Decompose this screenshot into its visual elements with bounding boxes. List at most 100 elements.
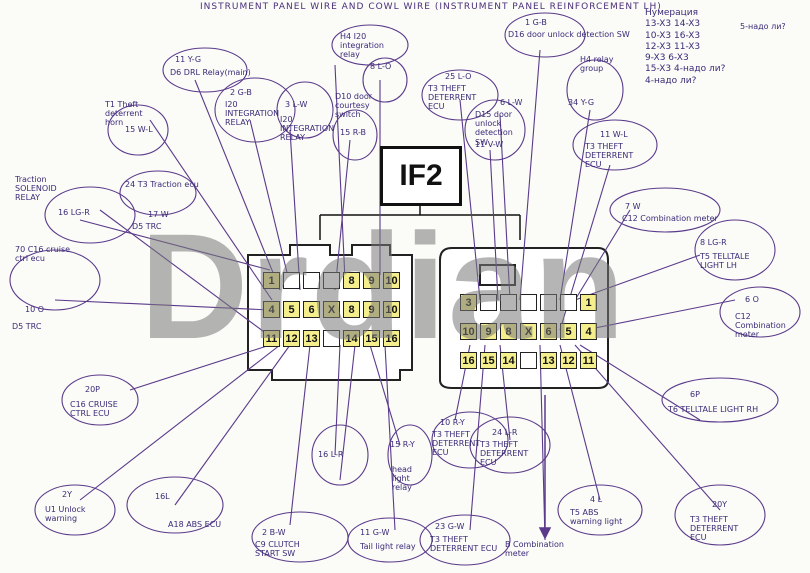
label-r-y-10: 10 R-Y [440,418,465,427]
label-lg-r-16: 16 LG-R [58,208,90,217]
label-p-6: 6P [690,390,700,399]
page-title: INSTRUMENT PANEL WIRE AND COWL WIRE (INS… [200,2,662,12]
left-pin: 6 [303,301,320,318]
notes-side: 5-надо ли? [740,22,786,31]
right-pin: 9 [480,323,497,340]
label-g-w-23: 23 G-W [435,522,465,531]
right-pin: 13 [540,352,557,369]
label-h4-i20: H4 I20 integration relay [340,32,384,60]
label-l-w-6: 6 L-W [500,98,523,107]
right-pin: 14 [500,352,517,369]
right-pin [520,294,537,311]
right-pin: 5 [560,323,577,340]
label-d6-drl: D6 DRL Relay(main) [170,68,251,77]
right-pin [560,294,577,311]
label-t3-ecu5: T3 THEFT DETERRENT ECU [430,535,498,554]
label-c-w-7: 7 W [625,202,641,211]
label-t1-theft: T1 Theft deterrent horn [105,100,143,128]
left-pin: 4 [263,301,280,318]
label-d5-trc2: D5 TRC [12,322,42,331]
label-t3-theft-ecu2: T3 THEFT DETERRENT ECU [585,142,634,170]
right-pin: X [520,323,537,340]
label-t5-telltale: T5 TELLTALE LIGHT LH [700,252,750,271]
label-t3-ecu4: T3 THEFT DETERRENT ECU [480,440,529,468]
label-head-light: head light relay [392,465,412,493]
label-y-g-34: 34 Y-G [568,98,595,107]
notes-line: 13-X3 14-X3 [645,19,701,30]
right-pin: 4 [580,323,597,340]
left-pin: 15 [363,330,380,347]
right-pin: 16 [460,352,477,369]
label-t3-ecu3: T3 THEFT DETERRENT ECU [432,430,481,458]
left-pin [323,330,340,347]
label-r-b-15: 15 R-B [340,128,367,137]
notes-line: 12-X3 11-X3 [645,41,701,52]
label-t3-traction: 24 T3 Traction ecu [125,180,199,189]
right-pin: 11 [580,352,597,369]
notes-header: Нумерация [645,8,699,18]
left-pin: 10 [383,272,400,289]
right-pin: 15 [480,352,497,369]
label-c12-meter: C12 Combination meter [735,312,786,340]
left-pin: 9 [363,301,380,318]
label-b-combo: B Combination meter [505,540,564,559]
numbering-notes: Нумерация 13-X3 14-X3 10-X3 16-X3 12-X3 … [645,8,725,87]
label-l-w-3: 3 L-W [285,100,308,109]
notes-line: 10-X3 16-X3 [645,30,701,41]
left-pin: 8 [343,301,360,318]
connector-label: IF2 [380,146,462,206]
right-pin: 10 [460,323,477,340]
right-pin: 8 [500,323,517,340]
label-l-16: 16L [155,492,170,501]
label-b-w-2: 2 B-W [262,528,286,537]
notes-line: 15-X3 4-надо ли? [645,64,726,75]
right-pin: 12 [560,352,577,369]
label-o-10: 10 O [25,305,45,314]
label-v-w-11: 11 V-W [475,140,504,149]
label-traction-relay: Traction SOLENOID RELAY [15,175,57,203]
label-y-g-11: 11 Y-G [175,55,202,64]
label-t6-telltale: T6 TELLTALE LIGHT RH [668,405,759,414]
left-pin: 11 [263,330,280,347]
label-d5-trc: D5 TRC [132,222,162,231]
label-y-20: 20Y [712,500,728,509]
label-d15-door: D15 door unlock detection SW [475,110,513,147]
label-p-20: 20P [85,385,101,394]
label-l-r-16: 16 L-R [318,450,344,459]
label-u1-unlock: U1 Unlock warning [45,505,86,524]
right-pin [480,294,497,311]
left-pin: 16 [383,330,400,347]
label-lg-r-8: 8 LG-R [700,238,727,247]
right-pin [540,294,557,311]
label-c9-clutch: C9 CLUTCH START SW [255,540,300,559]
label-l-o-8: 8 L-O [370,62,392,71]
left-pin: 10 [383,301,400,318]
label-o-6: 6 O [745,295,759,304]
label-i20-int-relay: I20 INTEGRATION RELAY [225,100,280,128]
label-t3-ecu6: T3 THEFT DETERRENT ECU [690,515,739,543]
label-g-b-2: 2 G-B [230,88,252,97]
label-l-4: 4 L [590,495,603,504]
right-pin [500,294,517,311]
label-c16-cruise: 70 C16 cruise ctrl ecu [15,245,71,264]
left-pin: 12 [283,330,300,347]
left-pin: 1 [263,272,280,289]
label-w-17: 17 W [148,210,169,219]
label-l-r-24: 24 L-R [492,428,518,437]
label-c12-combo: C12 Combination meter [622,214,718,223]
label-c16-cruise2: C16 CRUISE CTRL ECU [70,400,118,419]
left-pin [283,272,300,289]
label-g-b-1: 1 G-B [525,18,547,27]
notes-line: 4-надо ли? [645,75,697,86]
label-taillight: Tail light relay [360,542,416,551]
label-y-2: 2Y [62,490,72,499]
left-pin: 13 [303,330,320,347]
label-lo-25: 25 L-O [445,72,472,81]
label-t3-theft-ecu: T3 THEFT DETERRENT ECU [428,84,477,112]
left-pin: X [323,301,340,318]
left-pin [323,272,340,289]
label-r-y-15: 15 R-Y [390,440,415,449]
right-pin: 6 [540,323,557,340]
label-d16-door: D16 door unlock detection SW [508,30,630,39]
